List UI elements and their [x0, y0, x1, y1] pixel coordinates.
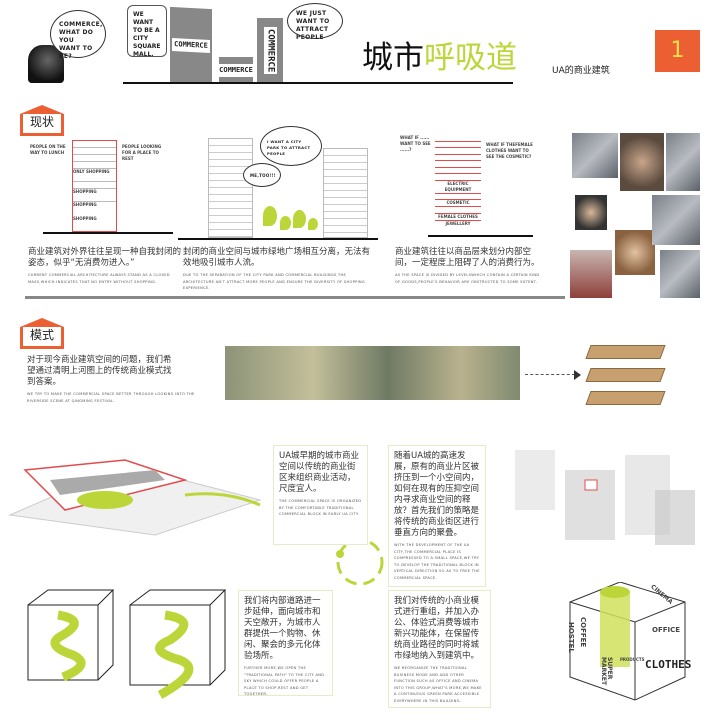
photo-woman-face [615, 230, 655, 275]
site-axonometric [8, 459, 262, 536]
stacked-layer-1 [585, 345, 666, 359]
photo-man-face [575, 195, 607, 230]
spiral-cube-2 [129, 589, 227, 699]
speech-bubble-commerce: COMMERCE, WHAT DO YOU WANT TO BE? [50, 10, 106, 60]
speech-bubble-me-too: ME,TOO!!! [243, 163, 281, 187]
strategy-box-4: 我们对传统的小商业模式进行重组，并加入办公、体验式消费等城市新兴功能体，在保留传… [388, 590, 491, 708]
commerce-sign-3: COMMERCE [257, 18, 283, 83]
photo-screaming-man [620, 133, 664, 191]
strategy-box-2: 随着UA城的高速发展，原有的商业片区被挤压到一个小空间内，如何在现有的压抑空间内… [388, 445, 486, 587]
arrow-head-icon [574, 370, 581, 380]
function-cube: HOSTEL COFFEE CINEMA OFFICE SUPER MARKET… [560, 582, 695, 702]
photo-city-street [666, 133, 700, 191]
photo-skyscrapers [572, 133, 618, 178]
thought-bubble-city-park: I WANT A CITY PARK TO ATTRACT PEOPLE [260, 126, 322, 166]
spiral-cube-1 [27, 589, 115, 682]
diagram-floor-levels: WHAT IF ...... WANT TO SEE ......? ELECT… [400, 130, 550, 240]
mode-badge: 模式 [20, 318, 64, 349]
mode-text: 对于现今商业建筑空间的问题，我们希望通过清明上河图上的传统商业模式找到答案。We… [27, 355, 195, 403]
diagram-closed-mall: PEOPLE ON THE WAY TO LUNCH ONLY SHOPPING… [25, 140, 173, 240]
photo-street-crowd [660, 250, 700, 298]
subtitle: UA的商业建筑 [552, 66, 610, 76]
status-text-3: 商业建筑往往以商品层来划分内部空间，一定程度上阻碍了人的消费行为。As the … [395, 247, 540, 284]
stacked-layer-3 [585, 391, 666, 405]
page-title: 城市呼吸道 [362, 40, 517, 76]
dashed-arrow [525, 374, 575, 375]
qingming-scroll-painting [225, 346, 520, 400]
status-text-2: 封闭的商业空间与城市绿地广场相互分离，无法有效地吸引城市人流。Due to th… [183, 247, 371, 290]
header: COMMERCE, WHAT DO YOU WANT TO BE? WE WAN… [0, 0, 720, 100]
commerce-sign-1: COMMERCE [170, 6, 212, 85]
commerce-sign-2: COMMERCE [217, 57, 255, 83]
thought-bubble-attract: WE JUST WANT TO ATTRACT PEOPLE [287, 3, 343, 41]
strategy-box-1: UA城早期的城市商业空间以传统的商业街区来组织商业活动，尺度宜人。The com… [273, 445, 368, 545]
ground-line [123, 82, 513, 84]
speech-bubble-square-mall: WE WANT TO BE A CITY SQUARE MALL. [127, 5, 167, 58]
photo-buildings [652, 195, 700, 245]
page-number-badge: 1 [655, 30, 700, 72]
diagram-park-separation: I WANT A CITY PARK TO ATTRACT PEOPLE ME,… [178, 126, 378, 242]
stacked-layer-2 [585, 368, 666, 382]
section-divider [25, 296, 565, 299]
status-badge: 现状 [20, 105, 64, 136]
strategy-box-3: 我们将内部道路进一步延伸，面向城市和天空敞开，为城市人群提供一个购物、休闲、聚会… [238, 590, 333, 696]
green-trees [263, 206, 277, 226]
status-text-1: 商业建筑对外界往往呈现一种自我封闭的姿态，似乎“无消费勿进入。”Current … [28, 247, 182, 284]
photo-shops [570, 250, 612, 298]
glass-blocks-model [515, 450, 695, 545]
